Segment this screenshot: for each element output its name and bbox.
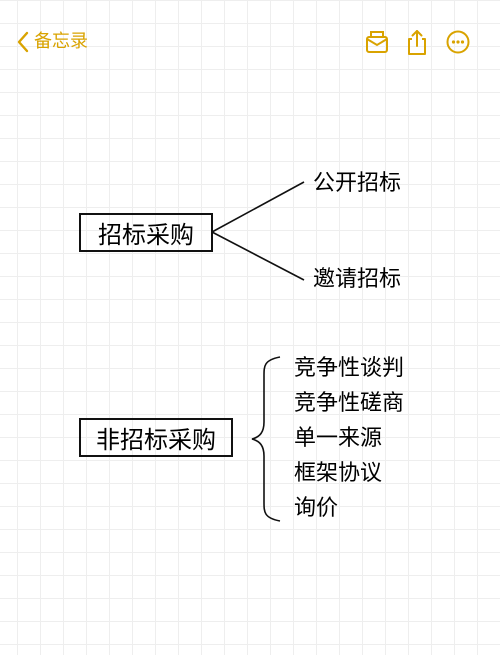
child-node: 框架协议 [294, 461, 383, 486]
root-node-label: 非招标采购 [96, 426, 216, 454]
child-node: 单一来源 [294, 426, 383, 451]
chevron-left-icon [16, 31, 30, 53]
child-node: 邀请招标 [313, 267, 402, 292]
connector-line-top [211, 181, 305, 233]
curly-brace [251, 356, 281, 522]
root-node-label: 招标采购 [98, 221, 194, 249]
root-node-tender-procurement: 招标采购 [79, 213, 213, 252]
child-node: 询价 [294, 496, 339, 521]
child-node: 公开招标 [313, 171, 402, 196]
checklist-icon [364, 29, 390, 55]
child-node: 竞争性磋商 [294, 391, 405, 416]
back-label: 备忘录 [34, 31, 88, 52]
more-icon [445, 29, 471, 55]
nav-bar: 备忘录 [0, 0, 500, 84]
child-node: 竞争性谈判 [294, 356, 405, 381]
connector-line-bottom [211, 231, 305, 281]
root-node-non-tender-procurement: 非招标采购 [79, 418, 233, 457]
back-button[interactable]: 备忘录 [16, 28, 88, 56]
share-button[interactable] [403, 28, 431, 56]
checklist-button[interactable] [363, 28, 391, 56]
more-button[interactable] [444, 28, 472, 56]
share-icon [404, 28, 430, 56]
